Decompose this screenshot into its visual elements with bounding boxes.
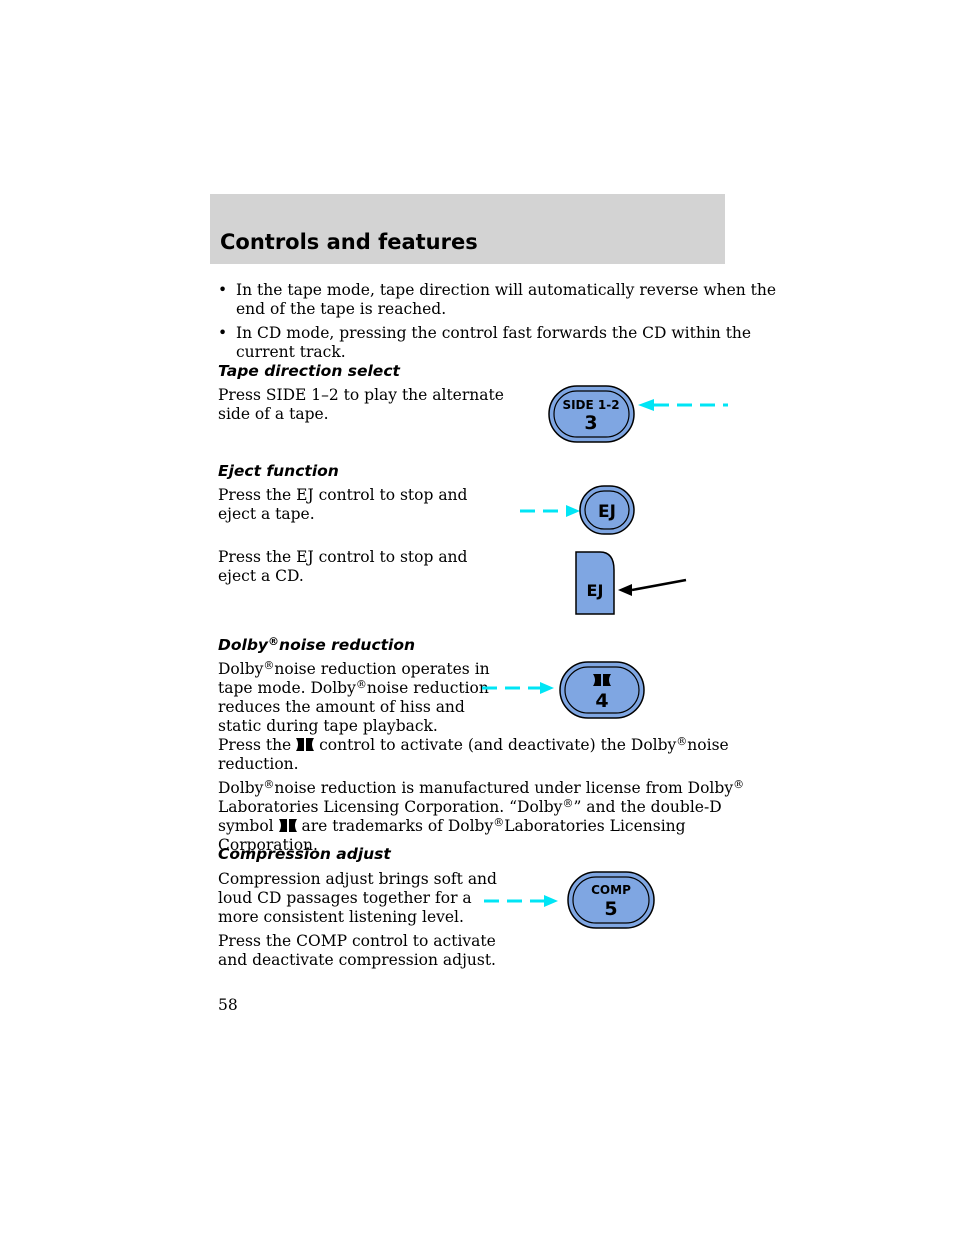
double-d-icon [296, 738, 315, 751]
compression-p2-line-2: and deactivate compression adjust. [218, 951, 496, 969]
compression-p1-line-2: loud CD passages together for a [218, 889, 472, 907]
dolby-heading-text: Dolby [218, 636, 269, 654]
side-button-number: 3 [584, 412, 597, 434]
dolby-p1-line-1: Dolby®noise reduction operates in [218, 659, 490, 678]
double-d-icon [278, 819, 297, 832]
bullet-1-line-2: end of the tape is reached. [236, 300, 447, 318]
eject-cd-line-2: eject a CD. [218, 567, 304, 585]
compression-p2-line-1: Press the COMP control to activate [218, 932, 496, 950]
dolby-p3-line-2: Laboratories Licensing Corporation. “Dol… [218, 797, 722, 816]
ej-button-label: EJ [598, 502, 616, 522]
bullet-1-line-1: In the tape mode, tape direction will au… [236, 281, 777, 299]
arrow-head-icon [544, 895, 558, 907]
comp-button-number: 5 [604, 898, 617, 920]
section-header: Controls and features [210, 194, 725, 264]
dolby-p2-line-1: Press the control to activate (and deact… [218, 735, 729, 754]
tape-direction-heading: Tape direction select [218, 362, 400, 380]
bullet-dot: • [218, 281, 228, 299]
dolby-p1-line-4: static during tape playback. [218, 717, 438, 735]
arrow-head-icon [540, 682, 554, 694]
arrow-head-icon [566, 505, 580, 517]
compression-p1-line-3: more consistent listening level. [218, 908, 464, 926]
eject-tape-line-1: Press the EJ control to stop and [218, 486, 468, 504]
compression-p1-line-1: Compression adjust brings soft and [218, 870, 497, 888]
comp-button-label: COMP [591, 883, 631, 897]
ej-cd-button-illustration: EJ [575, 551, 687, 615]
eject-tape-line-2: eject a tape. [218, 505, 315, 523]
dolby-p3-line-1: Dolby®noise reduction is manufactured un… [218, 778, 745, 797]
page-title: Controls and features [220, 230, 478, 254]
bullet-2-line-1: In CD mode, pressing the control fast fo… [236, 324, 752, 342]
eject-heading: Eject function [218, 462, 339, 480]
solid-arrow-line [631, 578, 687, 592]
bullet-2-line-2: current track. [236, 343, 346, 361]
dolby-p3-line-3: symbol are trademarks of Dolby®Laborator… [218, 816, 686, 835]
tape-direction-line-1: Press SIDE 1–2 to play the alternate [218, 386, 504, 404]
dolby-heading: Dolby®noise reduction [218, 636, 415, 654]
arrow-head-icon [618, 584, 632, 596]
tape-direction-line-2: side of a tape. [218, 405, 329, 423]
dolby-p1-line-2: tape mode. Dolby®noise reduction [218, 678, 489, 697]
double-d-icon [593, 674, 611, 686]
eject-cd-line-1: Press the EJ control to stop and [218, 548, 468, 566]
comp-button-illustration: COMP 5 [484, 871, 655, 929]
dolby-button-number: 4 [595, 690, 608, 712]
dolby-button-illustration: 4 [482, 661, 645, 719]
arrow-head-icon [638, 399, 654, 411]
registered-mark: ® [268, 635, 280, 648]
bullet-dot: • [218, 324, 228, 342]
dolby-p3-line-4: Corporation. [218, 836, 318, 854]
compression-heading: Compression adjust [218, 845, 391, 863]
ej-tape-button-illustration: EJ [520, 485, 635, 535]
ej-cd-button-label: EJ [587, 581, 604, 600]
side-button-label: SIDE 1-2 [562, 398, 619, 412]
side-button-illustration: SIDE 1-2 3 [548, 385, 728, 443]
dolby-p2-line-2: reduction. [218, 755, 299, 773]
page-number: 58 [218, 996, 238, 1014]
dolby-p1-line-3: reduces the amount of hiss and [218, 698, 465, 716]
dolby-heading-rest: noise reduction [279, 636, 416, 654]
